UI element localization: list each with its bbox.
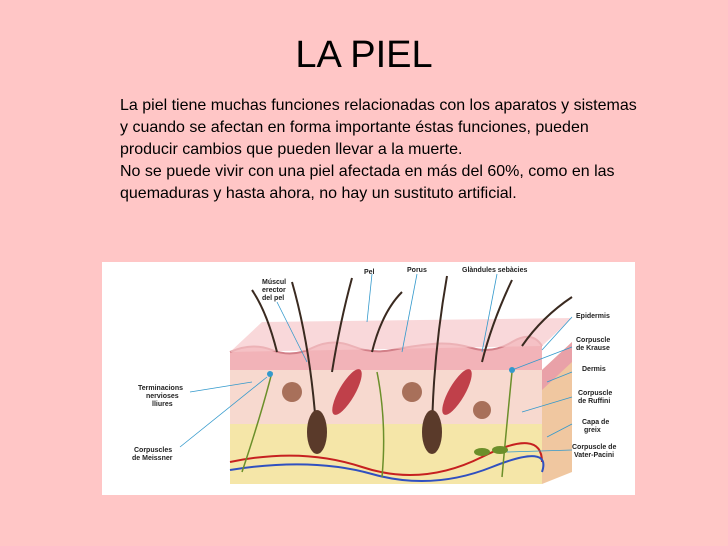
skin-diagram-svg: Múscul erector del pel Pel Porus Glàndul… [132,267,616,484]
arrector-muscle [332,369,362,415]
label-epidermis: Epidermis [576,313,610,320]
leader-line [506,449,573,453]
hair-strands [251,275,573,443]
label-free-nerve-endings: Terminacions [138,385,183,392]
vein [229,455,545,483]
label-sebaceous-glands: Glàndules sebàcies [462,267,527,274]
leader-line [546,423,573,438]
leader-line [179,376,268,448]
hair-follicle [307,410,327,454]
leader-line [546,371,573,383]
paragraph-functions: La piel tiene muchas funciones relaciona… [120,97,637,158]
leader-line [481,273,498,353]
label-muscle: del pel [262,295,284,302]
label-pacini: Corpuscle de [572,444,616,451]
pacini-corpuscle [492,446,508,454]
label-muscle: erector [262,287,286,294]
label-pores: Porus [407,267,427,274]
meissner-corpuscle [267,371,273,377]
leader-line [521,396,573,413]
artery [229,442,543,476]
slide-body: La piel tiene muchas funciones relaciona… [120,95,640,205]
hair-follicle [422,410,442,454]
epidermis-surface [229,335,543,355]
label-krause: de Krause [576,345,610,352]
label-free-nerve-endings: lliures [152,401,173,408]
label-ruffini: de Ruffini [578,398,610,405]
label-pacini: Vater-Pacini [574,452,614,459]
slide-title: LA PIEL [295,34,433,76]
label-fat-layer: greix [584,427,601,434]
arrector-muscle [442,369,472,415]
skin-cross-section-diagram: Múscul erector del pel Pel Porus Glàndul… [102,262,635,495]
label-leader-lines [179,273,573,453]
leader-line [189,381,253,393]
leader-line [366,273,373,323]
label-hair: Pel [364,269,375,276]
label-fat-layer: Capa de [582,419,609,426]
label-ruffini: Corpuscle [578,390,612,397]
nerve-fibers [241,371,513,478]
label-dermis: Dermis [582,366,606,373]
hair-strand [371,291,403,353]
sebaceous-gland [402,382,422,402]
hair-strand [481,279,513,363]
dermis-layer [230,362,542,424]
sebaceous-gland [282,382,302,402]
leader-line [541,316,573,351]
label-krause: Corpuscle [576,337,610,344]
label-meissner: de Meissner [132,455,173,462]
hair-strand [331,277,353,373]
label-muscle: Múscul [262,279,286,286]
label-meissner: Corpuscles [134,447,172,454]
sebaceous-gland [473,401,491,419]
paragraph-burns: No se puede vivir con una piel afectada … [120,163,615,202]
hair-strand [251,289,278,353]
pacini-corpuscle [474,448,490,456]
leader-line [511,346,573,371]
leader-line [276,301,308,363]
label-free-nerve-endings: nervioses [146,393,179,400]
hair-strand [521,296,573,347]
block-side-epidermis [542,342,572,390]
leader-line [401,273,418,353]
